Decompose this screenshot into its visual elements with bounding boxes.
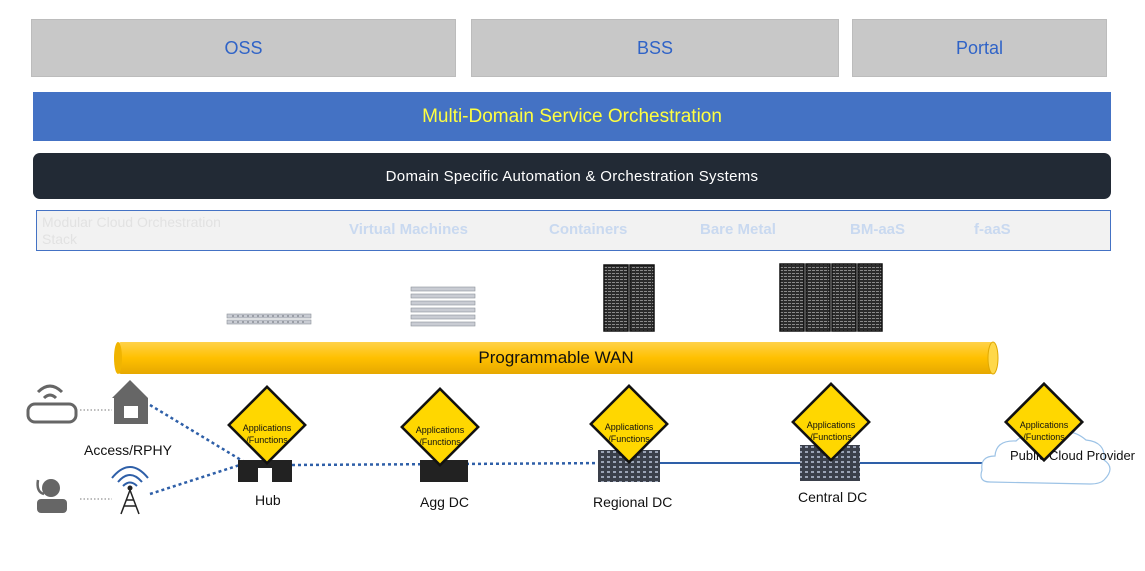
- app-diamond-hub-label: Applications/Functions: [242, 423, 292, 445]
- agg-dc-label: Agg DC: [420, 494, 470, 510]
- programmable-wan-label: Programmable WAN: [478, 348, 634, 367]
- orchestration-stack-label: Modular Cloud Orchestration Stack: [42, 214, 221, 247]
- regional-dc-label: Regional DC: [593, 494, 673, 510]
- bss-label: BSS: [636, 37, 674, 58]
- oss-box: OSS: [31, 19, 456, 77]
- app-diamond-regional-label: Applications/Functions: [604, 422, 654, 444]
- stack-item-bare-metal: Bare Metal: [700, 221, 776, 238]
- stack-item-containers: Containers: [549, 221, 628, 238]
- domain-automation-label: Domain Specific Automation & Orchestrati…: [385, 167, 759, 185]
- hub-server-icon: [226, 313, 312, 325]
- oss-label: OSS: [224, 37, 263, 58]
- central-rack-icon: [779, 263, 883, 332]
- multi-domain-orchestration-label: Multi-Domain Service Orchestration: [422, 105, 722, 127]
- app-diamond-central-label: Applications/Functions: [806, 420, 856, 442]
- multi-domain-orchestration-bar: Multi-Domain Service Orchestration: [33, 92, 1111, 141]
- app-diamond-hub: [227, 385, 307, 465]
- stack-item-virtual-machines: Virtual Machines: [349, 221, 468, 238]
- modem-icon: [26, 384, 78, 424]
- portal-label: Portal: [955, 37, 1004, 58]
- app-diamond-central: [791, 382, 871, 462]
- regional-rack-icon: [603, 264, 655, 332]
- orchestration-stack-bar: Modular Cloud Orchestration Stack Virtua…: [36, 210, 1111, 251]
- portal-box: Portal: [852, 19, 1107, 77]
- hub-label: Hub: [255, 492, 281, 508]
- app-diamond-regional: [589, 384, 669, 464]
- app-diamond-cloud-label: Applications/Functions: [1019, 420, 1069, 442]
- domain-automation-bar: Domain Specific Automation & Orchestrati…: [33, 153, 1111, 199]
- agg-building-icon: [420, 460, 468, 482]
- hub-building-icon: [238, 460, 292, 482]
- cell-tower-icon: [111, 466, 149, 487]
- agg-server-icon: [410, 286, 476, 327]
- stack-item-f-aas: f-aaS: [974, 221, 1011, 238]
- programmable-wan-pipe: [114, 341, 999, 375]
- app-diamond-agg-label: Applications/Functions: [415, 425, 465, 447]
- access-rphy-label: Access/RPHY: [84, 442, 172, 458]
- user-icon: [36, 479, 67, 513]
- bss-box: BSS: [471, 19, 839, 77]
- stack-item-bm-aas: BM-aaS: [850, 221, 906, 238]
- app-diamond-agg: [400, 387, 480, 467]
- house-icon: [112, 380, 148, 424]
- central-dc-label: Central DC: [798, 489, 868, 505]
